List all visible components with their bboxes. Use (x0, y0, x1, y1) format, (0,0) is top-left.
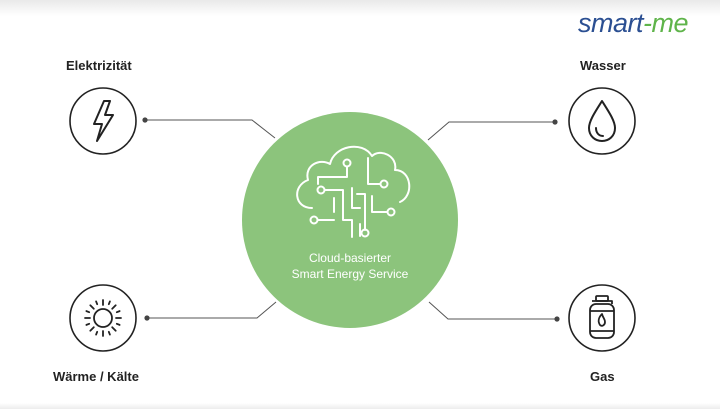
label-heat: Wärme / Kälte (53, 369, 139, 384)
dot-gas (554, 316, 560, 322)
bottom-fade-bar (0, 403, 720, 409)
water-drop-icon (588, 100, 616, 142)
label-water: Wasser (580, 58, 626, 73)
connector-heat (147, 301, 277, 319)
node-circle-heat (69, 284, 137, 352)
cloud-circuit-icon (296, 145, 411, 238)
dot-heat (144, 315, 150, 321)
node-circle-electricity (69, 87, 137, 155)
sun-icon (84, 299, 122, 337)
label-gas: Gas (590, 369, 615, 384)
center-caption: Cloud-basierter Smart Energy Service (262, 250, 438, 282)
smart-me-logo: smart-me (578, 8, 689, 39)
connector-electricity (145, 119, 276, 139)
lightning-icon (93, 100, 114, 142)
node-circle-water (568, 87, 636, 155)
label-electricity: Elektrizität (66, 58, 132, 73)
node-circle-gas (568, 284, 636, 352)
connector-lines (145, 119, 557, 320)
top-fade-bar (0, 0, 720, 16)
center-caption-line2: Smart Energy Service (291, 267, 409, 281)
dot-water (552, 119, 558, 125)
connector-gas (428, 301, 557, 320)
logo-part-me: -me (643, 8, 689, 38)
logo-part-smart: smart (578, 8, 644, 38)
gas-cylinder-icon (589, 295, 615, 339)
center-caption-line1: Cloud-basierter (308, 251, 392, 265)
node-circles (69, 87, 636, 352)
dot-electricity (142, 117, 148, 123)
connector-dots (142, 117, 560, 322)
connector-water (427, 121, 555, 141)
